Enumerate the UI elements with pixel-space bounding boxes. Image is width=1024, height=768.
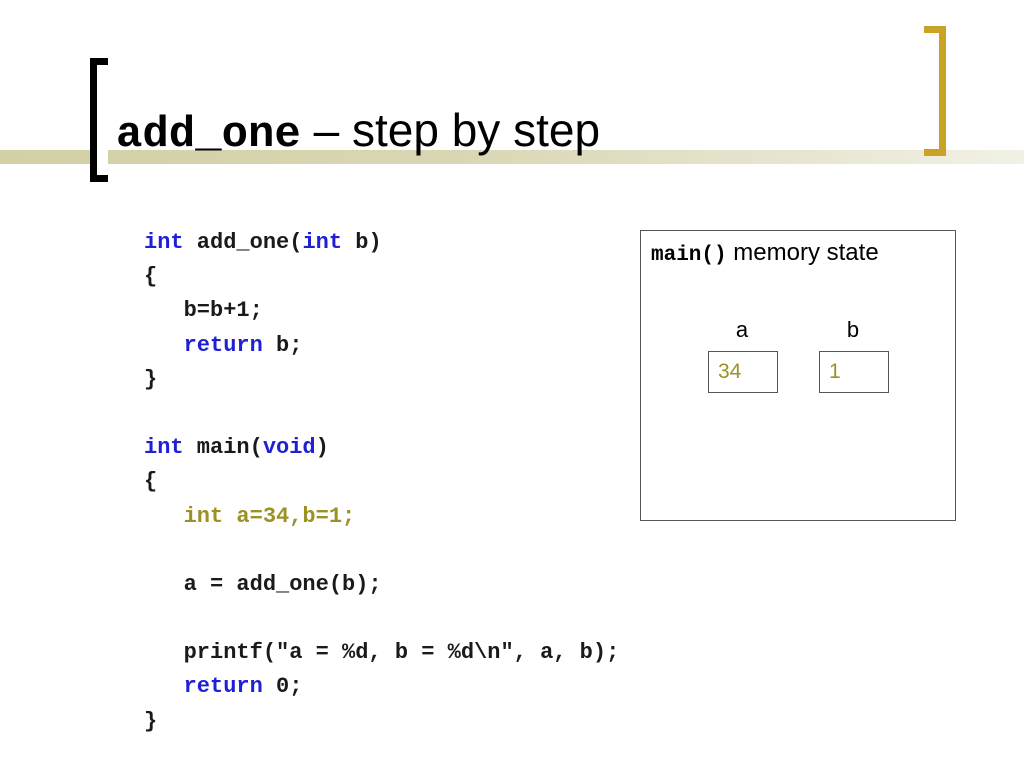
code-text: ) xyxy=(315,435,329,461)
code-line xyxy=(144,534,619,568)
code-text: b=b+1; xyxy=(144,298,263,324)
code-text xyxy=(144,504,184,529)
code-line xyxy=(144,602,619,636)
right-bracket-decoration xyxy=(924,26,946,156)
code-text: } xyxy=(144,366,158,392)
code-line: } xyxy=(144,705,619,739)
code-keyword: int xyxy=(144,435,184,461)
code-text xyxy=(144,333,184,358)
variable-a-label: a xyxy=(735,317,749,342)
code-listing: int add_one(int b){ b=b+1; return b;}int… xyxy=(144,226,619,739)
code-text: a = add_one(b); xyxy=(144,571,382,597)
memory-state-panel: main() memory state a 34 b 1 xyxy=(640,230,956,521)
slide-title-text: – step by step xyxy=(300,104,601,156)
code-highlighted: int a=34,b=1; xyxy=(183,503,356,529)
code-text: 0; xyxy=(262,674,303,700)
code-text xyxy=(144,674,184,699)
code-text: main( xyxy=(183,435,263,461)
code-line: } xyxy=(144,363,619,397)
code-line: int add_one(int b) xyxy=(144,226,619,260)
memory-title-suffix: memory state xyxy=(726,239,879,266)
code-keyword: void xyxy=(262,435,316,461)
code-line: a = add_one(b); xyxy=(144,568,619,602)
code-keyword: return xyxy=(183,674,263,700)
left-bracket-decoration xyxy=(90,58,108,182)
code-line: return 0; xyxy=(144,670,619,704)
code-text: b; xyxy=(262,332,303,358)
memory-function-name: main() xyxy=(651,244,727,267)
code-text: printf("a = %d, b = %d\n", a, b); xyxy=(144,640,620,666)
code-line: b=b+1; xyxy=(144,294,619,328)
code-line: return b; xyxy=(144,329,619,363)
code-keyword: int xyxy=(144,230,184,255)
code-line: printf("a = %d, b = %d\n", a, b); xyxy=(144,636,620,670)
variable-a-value-box: 34 xyxy=(708,351,778,393)
slide-title-code: add_one xyxy=(116,110,301,160)
memory-panel-title: main() memory state xyxy=(651,239,879,267)
code-keyword: int xyxy=(302,230,343,255)
title-band xyxy=(0,150,1024,164)
variable-b-label: b xyxy=(846,317,860,342)
code-keyword: return xyxy=(183,332,263,358)
code-text: b) xyxy=(342,230,382,255)
variable-b-value-box: 1 xyxy=(819,351,889,393)
code-line xyxy=(144,397,619,431)
code-line: int a=34,b=1; xyxy=(144,500,619,534)
code-line: int main(void) xyxy=(144,431,619,465)
code-line: { xyxy=(144,465,619,499)
code-text: } xyxy=(144,708,158,734)
code-text: add_one( xyxy=(183,230,303,255)
code-text: { xyxy=(144,264,158,290)
slide-title: add_one – step by step xyxy=(116,100,600,160)
code-text: { xyxy=(144,469,158,495)
code-line: { xyxy=(144,260,619,294)
